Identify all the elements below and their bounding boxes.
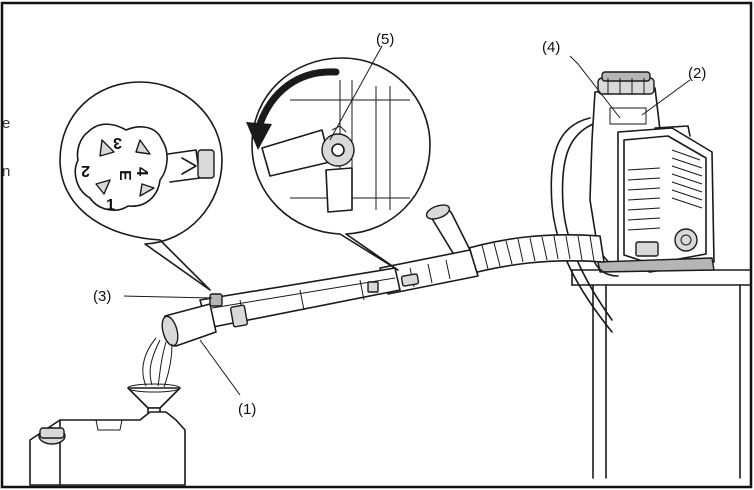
part-3-marker	[209, 293, 223, 307]
dial-number-1: 1	[106, 197, 115, 214]
fuel-canister	[29, 411, 186, 486]
callout-label-5: (5)	[376, 31, 394, 48]
dial-number-2: 2	[81, 162, 90, 179]
zoom-bubble-lever	[246, 57, 431, 271]
blower-unit	[550, 71, 715, 333]
callout-label-2: (2)	[688, 65, 706, 82]
callout-label-4: (4)	[542, 39, 560, 56]
throttle-handle	[379, 204, 479, 295]
callout-label-1: (1)	[238, 401, 256, 418]
blower-pipe	[161, 267, 401, 347]
zoom-bubble-dial: 3 2 4 1 E	[59, 81, 223, 291]
edge-text-2: n	[2, 163, 10, 180]
flex-hose	[454, 234, 605, 277]
dial-number-4: 4	[133, 167, 150, 176]
dial-mark-e: E	[116, 170, 133, 181]
water-stream	[142, 337, 173, 388]
edge-text-1: e	[2, 115, 10, 132]
callout-label-3: (3)	[93, 288, 111, 305]
dial-number-3: 3	[113, 134, 122, 151]
leader-lines	[123, 45, 691, 396]
